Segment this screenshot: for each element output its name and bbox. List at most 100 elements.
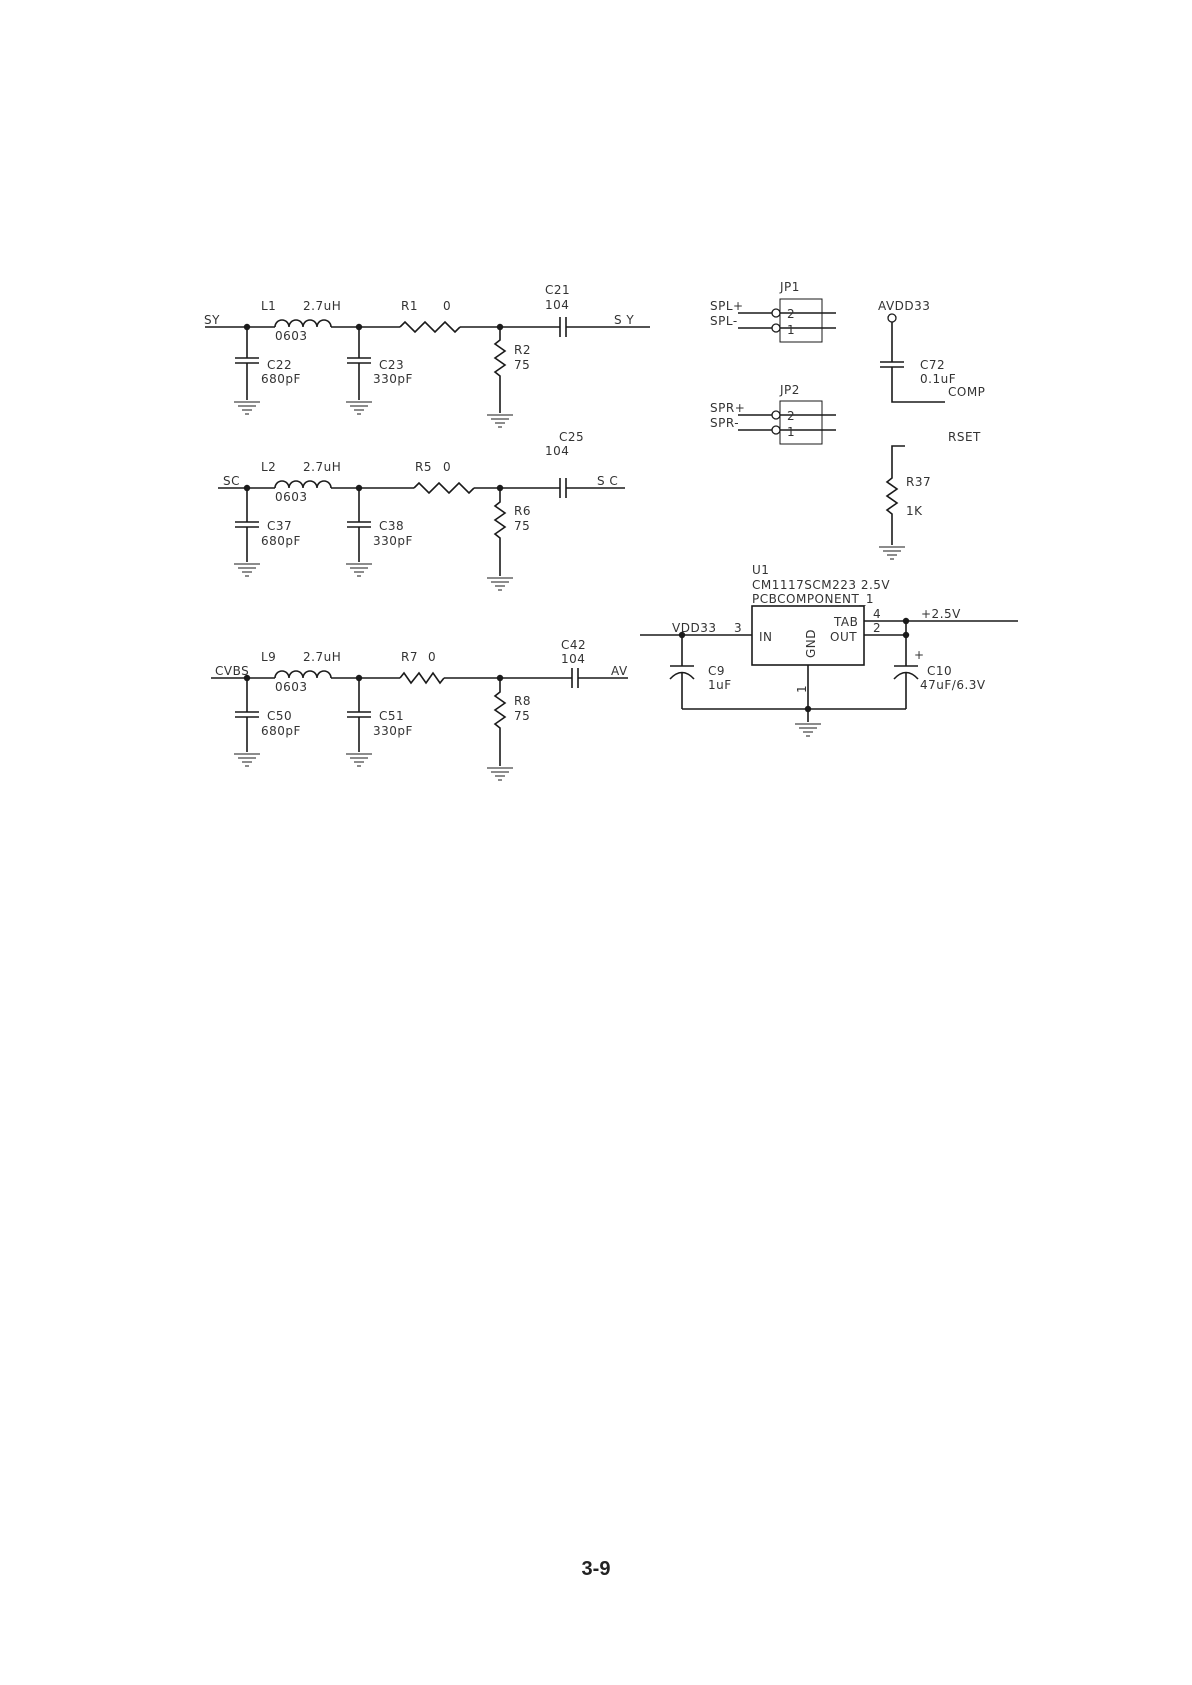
net-label-vdd33: VDD33 bbox=[672, 621, 716, 635]
capacitor-ref-c37: C37 bbox=[267, 519, 292, 533]
resistor-r1 bbox=[399, 320, 461, 334]
resistor-value-r6: 75 bbox=[514, 519, 530, 533]
jumper-jp2: JP2 SPR+ SPR- 2 1 bbox=[710, 383, 836, 445]
net-label-spl-minus: SPL- bbox=[710, 314, 738, 328]
inductor-l2 bbox=[274, 480, 332, 489]
inductor-ref-l2: L2 bbox=[261, 460, 276, 474]
capacitor-value-c38: 330pF bbox=[373, 534, 413, 548]
jumper-ref-jp1: JP1 bbox=[779, 280, 800, 294]
net-label-output-sy: S Y bbox=[614, 313, 634, 327]
capacitor-value-c25: 104 bbox=[545, 444, 569, 458]
capacitor-c10-polarity: + bbox=[914, 648, 925, 662]
inductor-ref-l9: L9 bbox=[261, 650, 276, 664]
resistor-value-r5: 0 bbox=[443, 460, 451, 474]
net-label-output-av: AV bbox=[611, 664, 628, 678]
filter-sy: SY L1 2.7uH 0603 R1 0 C21 104 S Y C22 68… bbox=[204, 283, 650, 428]
net-label-output-sc: S C bbox=[597, 474, 618, 488]
net-label-avdd33: AVDD33 bbox=[878, 299, 930, 313]
net-label-plus-2v5: +2.5V bbox=[921, 607, 961, 621]
rset-network: RSET R37 1K bbox=[878, 430, 981, 560]
capacitor-ref-c9: C9 bbox=[708, 664, 725, 678]
jp1-pin-2: 2 bbox=[787, 307, 795, 321]
net-label-comp: COMP bbox=[948, 385, 985, 399]
regulator-ref-u1: U1 bbox=[752, 563, 769, 577]
jumper-jp1: JP1 SPL+ SPL- 2 1 bbox=[710, 280, 836, 343]
inductor-value-l1: 2.7uH bbox=[303, 299, 341, 313]
resistor-value-r37: 1K bbox=[906, 504, 923, 518]
regulator-pin-1-number: 1 bbox=[795, 685, 809, 693]
capacitor-value-c37: 680pF bbox=[261, 534, 301, 548]
capacitor-ref-c22: C22 bbox=[267, 358, 292, 372]
resistor-value-r2: 75 bbox=[514, 358, 530, 372]
capacitor-ref-c38: C38 bbox=[379, 519, 404, 533]
resistor-ref-r7: R7 bbox=[401, 650, 418, 664]
capacitor-ref-c42: C42 bbox=[561, 638, 586, 652]
capacitor-value-c51: 330pF bbox=[373, 724, 413, 738]
filter-sc: SC L2 2.7uH 0603 R5 0 C25 104 S C C37 68… bbox=[218, 430, 625, 591]
resistor-ref-r5: R5 bbox=[415, 460, 432, 474]
capacitor-value-c23: 330pF bbox=[373, 372, 413, 386]
capacitor-c50 bbox=[233, 678, 261, 767]
comp-network: AVDD33 C72 0.1uF COMP bbox=[878, 299, 985, 403]
capacitor-c51 bbox=[345, 678, 373, 767]
regulator-u1: U1 CM1117SCM223 2.5V PCBCOMPONENT_1 IN O… bbox=[640, 563, 1018, 737]
capacitor-ref-c21: C21 bbox=[545, 283, 570, 297]
inductor-l9 bbox=[274, 670, 332, 679]
inductor-value-l2: 2.7uH bbox=[303, 460, 341, 474]
resistor-ref-r6: R6 bbox=[514, 504, 531, 518]
capacitor-value-c50: 680pF bbox=[261, 724, 301, 738]
inductor-package-l9: 0603 bbox=[275, 680, 308, 694]
regulator-pin-out-label: OUT bbox=[830, 630, 857, 644]
capacitor-c23 bbox=[345, 327, 373, 415]
capacitor-value-c42: 104 bbox=[561, 652, 585, 666]
capacitor-value-c72: 0.1uF bbox=[920, 372, 956, 386]
regulator-footprint: PCBCOMPONENT_1 bbox=[752, 592, 874, 606]
capacitor-c38 bbox=[345, 488, 373, 577]
jp2-pin-2: 2 bbox=[787, 409, 795, 423]
net-label-input-cvbs: CVBS bbox=[215, 664, 249, 678]
capacitor-ref-c51: C51 bbox=[379, 709, 404, 723]
jumper-ref-jp2: JP2 bbox=[779, 383, 800, 397]
capacitor-value-c10: 47uF/6.3V bbox=[920, 678, 986, 692]
capacitor-c37 bbox=[233, 488, 261, 577]
regulator-pin-2-number: 2 bbox=[873, 621, 881, 635]
resistor-value-r1: 0 bbox=[443, 299, 451, 313]
filter-cvbs: CVBS L9 2.7uH 0603 R7 0 C42 104 AV C50 6… bbox=[211, 638, 628, 781]
capacitor-c21 bbox=[559, 317, 567, 337]
capacitor-value-c9: 1uF bbox=[708, 678, 732, 692]
net-label-input-sc: SC bbox=[223, 474, 240, 488]
resistor-ref-r1: R1 bbox=[401, 299, 418, 313]
capacitor-c42 bbox=[571, 668, 579, 688]
inductor-package-l2: 0603 bbox=[275, 490, 308, 504]
jp2-pin-1: 1 bbox=[787, 425, 795, 439]
jp1-pin-1: 1 bbox=[787, 323, 795, 337]
regulator-pin-tab-label: TAB bbox=[833, 615, 858, 629]
inductor-value-l9: 2.7uH bbox=[303, 650, 341, 664]
resistor-value-r8: 75 bbox=[514, 709, 530, 723]
inductor-l1 bbox=[274, 319, 332, 328]
net-label-input-sy: SY bbox=[204, 313, 220, 327]
capacitor-ref-c72: C72 bbox=[920, 358, 945, 372]
resistor-value-r7: 0 bbox=[428, 650, 436, 664]
capacitor-ref-c50: C50 bbox=[267, 709, 292, 723]
regulator-pin-4-number: 4 bbox=[873, 607, 881, 621]
net-label-spr-minus: SPR- bbox=[710, 416, 739, 430]
resistor-r7 bbox=[399, 671, 445, 685]
net-label-rset: RSET bbox=[948, 430, 981, 444]
resistor-r5 bbox=[413, 481, 475, 495]
capacitor-ref-c25: C25 bbox=[559, 430, 584, 444]
regulator-pin-in-label: IN bbox=[759, 630, 773, 644]
capacitor-ref-c23: C23 bbox=[379, 358, 404, 372]
capacitor-c22 bbox=[233, 327, 261, 415]
page-number: 3-9 bbox=[581, 1558, 611, 1580]
resistor-ref-r8: R8 bbox=[514, 694, 531, 708]
capacitor-value-c21: 104 bbox=[545, 298, 569, 312]
capacitor-value-c22: 680pF bbox=[261, 372, 301, 386]
regulator-pin-gnd-label: GND bbox=[804, 629, 818, 658]
capacitor-c25 bbox=[559, 478, 567, 498]
net-label-spr-plus: SPR+ bbox=[710, 401, 745, 415]
regulator-part: CM1117SCM223 2.5V bbox=[752, 578, 890, 592]
inductor-package-l1: 0603 bbox=[275, 329, 308, 343]
resistor-r6 bbox=[493, 488, 507, 576]
